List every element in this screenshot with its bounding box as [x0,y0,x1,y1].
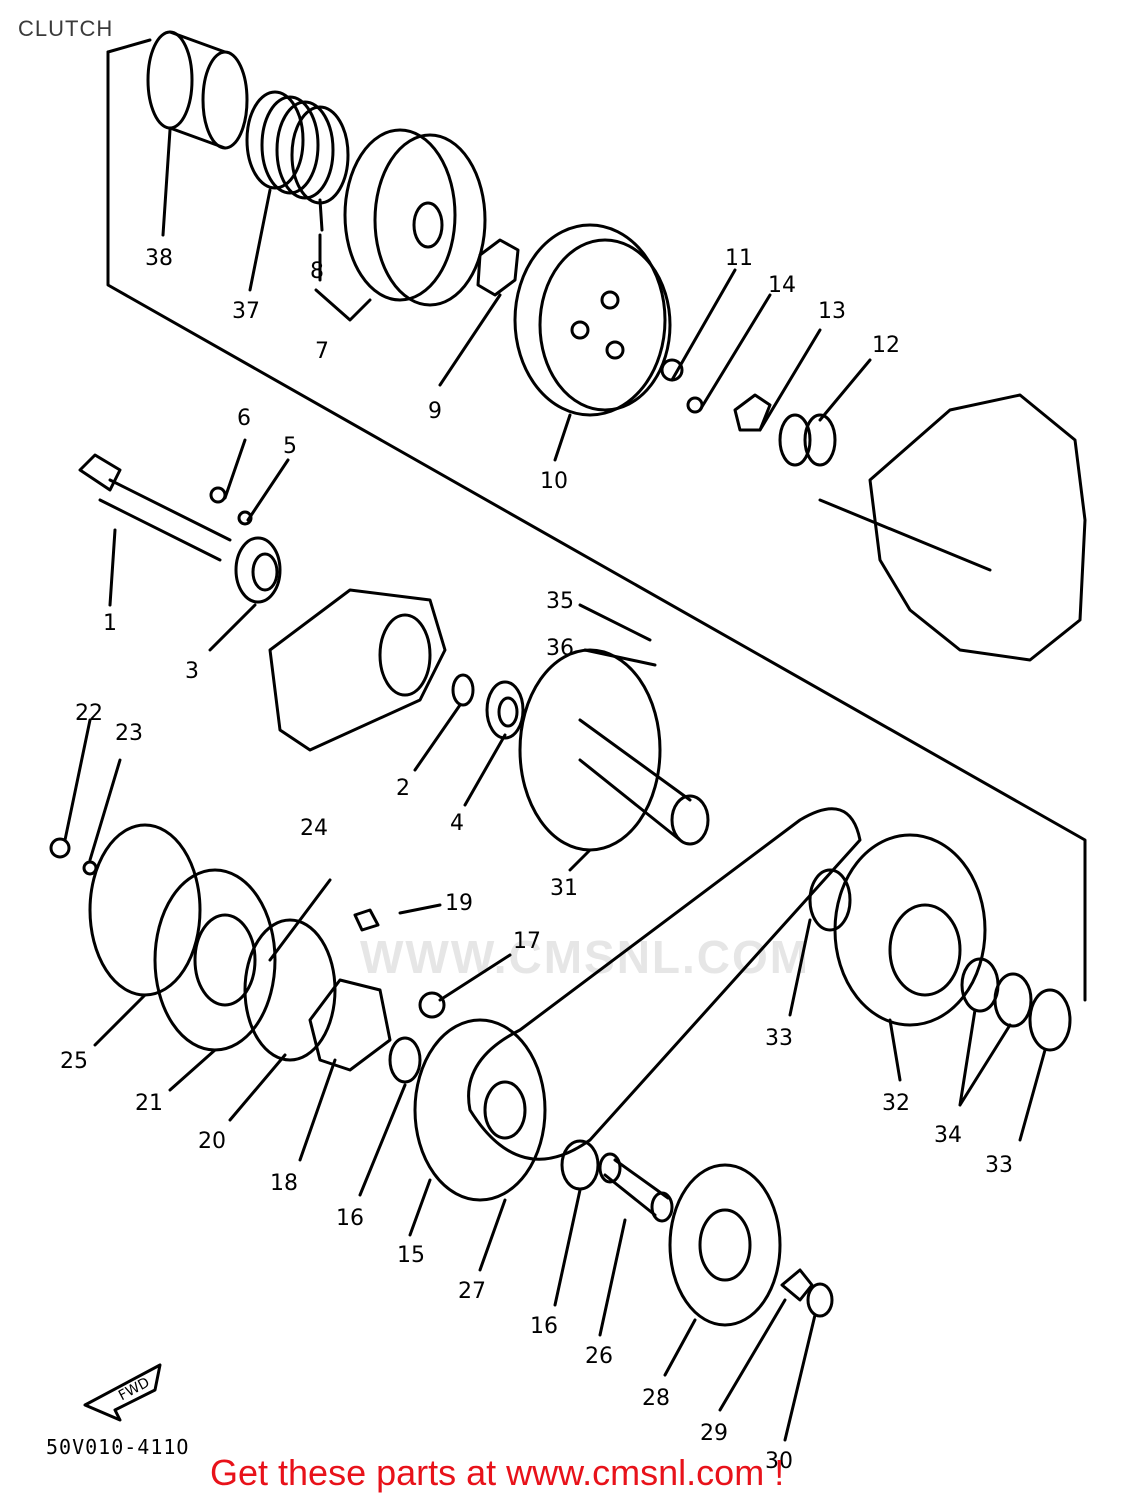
part-26-collar [598,1152,674,1223]
part-19-clip [353,908,380,932]
label-34: 34 [934,1123,962,1148]
label-13: 13 [818,299,846,324]
label-2: 2 [396,776,410,801]
label-26: 26 [585,1344,613,1369]
label-28: 28 [642,1386,670,1411]
crankcase-outline [868,393,1087,662]
label-21: 21 [135,1091,163,1116]
label-7: 7 [315,339,329,364]
part-7-clutch-carrier [343,128,487,307]
label-27: 27 [458,1279,486,1304]
diagram-code: 50V010-411O [46,1435,190,1459]
label-32: 32 [882,1091,910,1116]
part-29-washer [780,1268,814,1302]
label-10: 10 [540,469,568,494]
part-28-fan [668,1163,782,1327]
label-29: 29 [700,1421,728,1446]
label-33b: 33 [985,1153,1013,1178]
promo-link[interactable]: Get these parts at www.cmsnl.com ! [210,1452,785,1493]
label-22: 22 [75,701,103,726]
part-13-plate [733,393,772,432]
part-6-bolt [209,486,227,504]
part-15-movable-sheave [413,1018,547,1202]
part-3-bearing [234,536,282,604]
label-17: 17 [513,929,541,954]
part-33-seal-a [808,868,852,932]
label-14: 14 [768,273,796,298]
label-4: 4 [450,811,464,836]
part-22-bolt [49,837,71,859]
frame-line-left [106,50,1087,1002]
part-33-seal-b [1028,988,1072,1052]
label-18: 18 [270,1171,298,1196]
label-20: 20 [198,1129,226,1154]
frame-line-top [106,38,152,54]
label-6: 6 [237,406,251,431]
case-cover [268,588,447,752]
part-4-bearing [485,680,525,740]
label-25: 25 [60,1049,88,1074]
label-33a: 33 [765,1026,793,1051]
label-37: 37 [232,299,260,324]
part-8-pin [318,198,324,232]
label-5: 5 [283,434,297,459]
label-30: 30 [765,1449,793,1474]
part-38-sleeve [146,30,249,150]
label-16b: 16 [530,1314,558,1339]
part-25-ring [88,823,202,997]
part-16-spacer-a [388,1036,422,1084]
watermark: WWW.CMSNL.COM [360,931,811,983]
part-34-oring-b [993,972,1033,1028]
part-31-fixed-sheave [518,648,710,852]
label-16a: 16 [336,1206,364,1231]
diagram-title: CLUTCH [18,16,114,41]
part-18-slider [308,978,392,1072]
label-19: 19 [445,891,473,916]
label-9: 9 [428,399,442,424]
part-37-spring [245,90,350,205]
part-1-shaft [78,453,232,562]
part-2-circlip [451,673,475,707]
part-17-weight [418,991,446,1019]
part-30-nut [806,1282,834,1318]
label-36: 36 [546,636,574,661]
fwd-arrow [83,1363,162,1422]
part-9-nut [476,238,520,297]
label-1: 1 [103,611,117,636]
label-35: 35 [546,589,574,614]
part-20-oring [243,918,337,1062]
label-15: 15 [397,1243,425,1268]
label-11: 11 [725,246,753,271]
drive-belt [467,807,862,1161]
label-24: 24 [300,816,328,841]
part-10-clutch-housing [513,223,672,417]
part-12-bearing [778,413,837,467]
label-12: 12 [872,333,900,358]
label-23: 23 [115,721,143,746]
part-21-cam-plate [153,868,277,1052]
label-31: 31 [550,876,578,901]
label-38: 38 [145,246,173,271]
part-labels: 38 37 8 7 9 10 11 14 13 12 6 5 1 3 35 36… [60,246,1013,1474]
label-3: 3 [185,659,199,684]
label-8: 8 [310,259,324,284]
